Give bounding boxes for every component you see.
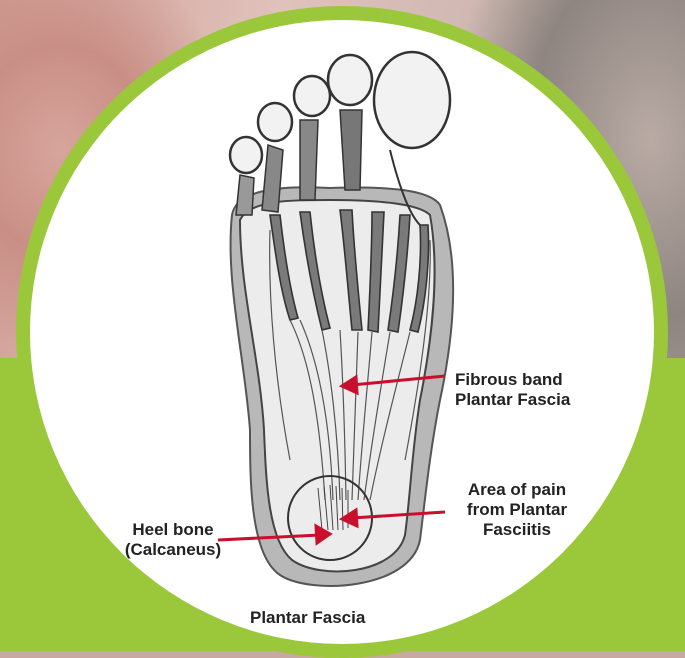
second-toe — [328, 55, 372, 105]
big-toe — [374, 52, 450, 148]
third-toe — [294, 76, 330, 116]
fifth-toe — [230, 137, 262, 173]
label-area-of-pain: Area of pain from Plantar Fasciitis — [452, 480, 582, 540]
label-heel-bone: Heel bone (Calcaneus) — [108, 520, 238, 560]
label-caption: Plantar Fascia — [250, 608, 365, 628]
fourth-toe — [258, 103, 292, 141]
label-fibrous-band: Fibrous band Plantar Fascia — [455, 370, 570, 410]
